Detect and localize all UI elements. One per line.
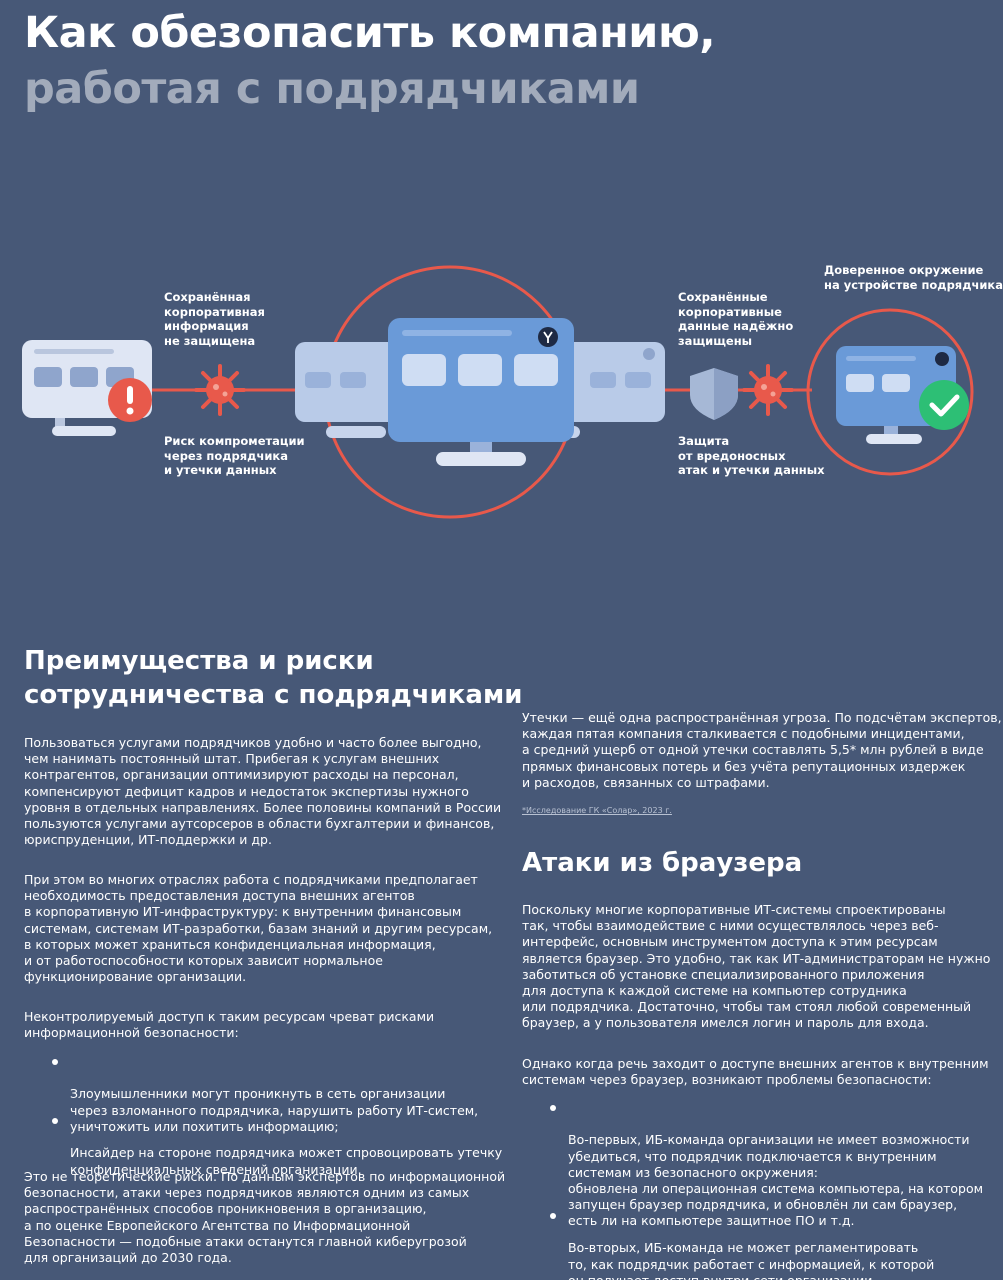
browser-logo-icon (538, 327, 558, 347)
list-item: Инсайдер на стороне подрядчика может спр… (52, 1113, 502, 1178)
warning-icon (108, 378, 152, 422)
paragraph: Утечки — ещё одна распространённая угроз… (522, 710, 1002, 790)
page-title: Как обезопасить компанию, (24, 8, 716, 58)
bullet-dot-icon (52, 1118, 58, 1124)
label-risk: Риск компрометации через подрядчика и ут… (164, 434, 305, 477)
list-item: Во-первых, ИБ-команда организации не име… (550, 1100, 983, 1230)
list-item: Во-вторых, ИБ-команда не может регламент… (550, 1208, 934, 1280)
bullet-dot-icon (52, 1059, 58, 1065)
bullet-dot-icon (550, 1105, 556, 1111)
paragraph: Поскольку многие корпоративные ИТ-систем… (522, 902, 991, 1031)
paragraph: При этом во многих отраслях работа с под… (24, 872, 493, 985)
diagram-graphic (22, 265, 974, 519)
list-item: Злоумышленники могут проникнуть в сеть о… (52, 1054, 478, 1135)
paragraph: Это не теоретические риски. По данным эк… (24, 1169, 506, 1266)
central-monitor-icon (388, 318, 574, 466)
paragraph: Пользоваться услугами подрядчиков удобно… (24, 735, 502, 848)
label-trusted: Доверенное окружение на устройстве подря… (824, 263, 1003, 292)
section-heading-advantages: Преимущества и риски сотрудничества с по… (24, 646, 523, 710)
label-protection: Защита от вредоносных атак и утечки данн… (678, 434, 825, 477)
label-unprotected: Сохранённая корпоративная информация не … (164, 290, 265, 348)
paragraph: Однако когда речь заходит о доступе внеш… (522, 1056, 989, 1088)
section-heading-browser-attacks: Атаки из браузера (522, 848, 803, 878)
footnote-link[interactable]: *Исследование ГК «Солар», 2023 г. (522, 806, 672, 815)
paragraph: Неконтролируемый доступ к таким ресурсам… (24, 1009, 435, 1041)
security-diagram: Сохранённая корпоративная информация не … (0, 250, 1003, 550)
shield-icon (690, 368, 738, 420)
label-protected: Сохранённые корпоративные данные надёжно… (678, 290, 794, 348)
bullet-dot-icon (550, 1213, 556, 1219)
check-badge-icon (919, 380, 969, 430)
virus-icon-left (194, 364, 246, 416)
trusted-circle (806, 308, 974, 476)
page-subtitle: работая с подрядчиками (24, 64, 640, 114)
back-monitor-left (295, 342, 405, 438)
virus-icon-right (742, 364, 794, 416)
